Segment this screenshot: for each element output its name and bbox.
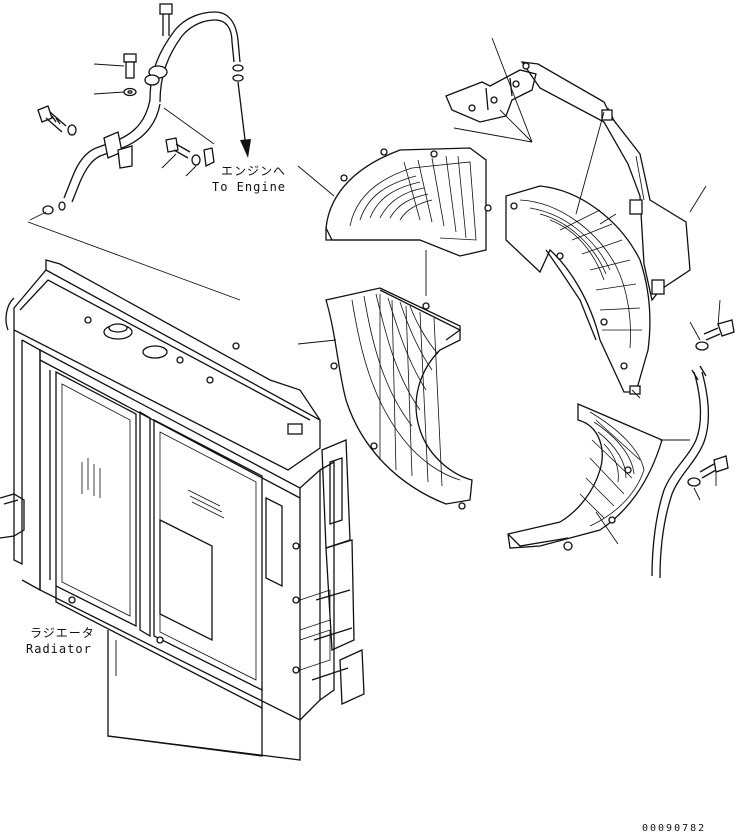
- bolt-icon: [37, 105, 67, 133]
- bracket-icon: [445, 69, 537, 123]
- clamp-icon: [232, 64, 244, 82]
- bolt-icon: [123, 53, 137, 79]
- radiator-icon: [0, 259, 365, 761]
- leader-lines-top-left: [27, 63, 241, 301]
- washer-icon: [123, 87, 137, 97]
- bolt-icon: [159, 3, 173, 36]
- clamp-icon: [103, 131, 133, 169]
- radiator-label-jp: ラジエータ: [30, 626, 95, 640]
- radiator-label-en: Radiator: [26, 642, 92, 656]
- washer-icon: [42, 201, 66, 215]
- fan-shroud-icon: [325, 287, 473, 510]
- fan-shroud-icon: [507, 403, 663, 551]
- bolt-icon: [165, 137, 191, 159]
- drawing-code: 00090782: [642, 823, 707, 834]
- to-engine-arrow: [237, 81, 251, 158]
- bracket-icon: [520, 61, 691, 302]
- washer-icon: [695, 341, 709, 351]
- overflow-hose-assembly: [63, 11, 241, 203]
- bolt-icon: [699, 455, 729, 479]
- to-engine-label-jp: エンジンへ: [221, 164, 287, 178]
- washer-icon: [67, 124, 77, 136]
- hose-icon: [651, 365, 710, 579]
- to-engine-label-en: To Engine: [212, 180, 287, 194]
- clamp-icon: [203, 147, 215, 167]
- leader-lines-shroud: [297, 37, 721, 545]
- washer-icon: [687, 477, 701, 487]
- fan-shroud-icon: [325, 147, 492, 257]
- bolt-icon: [703, 319, 735, 341]
- washer-icon: [191, 154, 201, 166]
- fan-shroud-icon: [505, 185, 651, 395]
- clamp-icon: [144, 65, 168, 86]
